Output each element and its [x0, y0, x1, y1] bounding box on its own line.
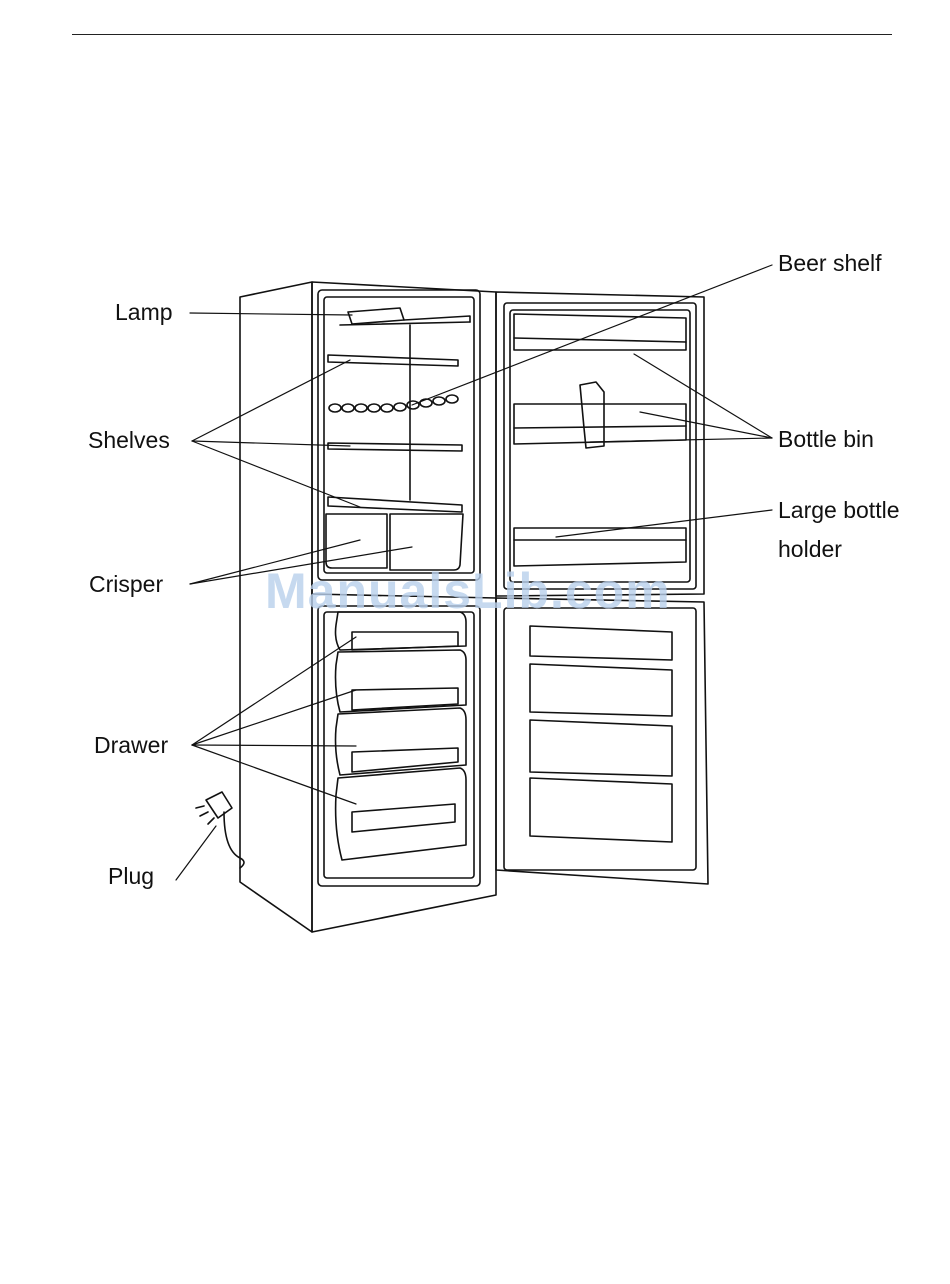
- door-panel-3: [530, 720, 672, 776]
- shelf-3: [328, 497, 462, 512]
- label-large-bottle-holder-2: holder: [778, 538, 842, 561]
- label-shelves: Shelves: [88, 429, 170, 452]
- lower-door-outer: [496, 598, 708, 884]
- door-handle: [580, 382, 604, 448]
- label-lamp: Lamp: [115, 301, 173, 324]
- beer-shelf-rack: [329, 395, 458, 412]
- drawer-3: [336, 708, 467, 775]
- drawer-4: [336, 768, 466, 860]
- label-large-bottle-holder-1: Large bottle: [778, 499, 899, 522]
- label-crisper: Crisper: [89, 573, 163, 596]
- door-panel-1: [530, 626, 672, 660]
- shelf-1: [328, 355, 458, 366]
- label-drawer: Drawer: [94, 734, 168, 757]
- label-bottle-bin: Bottle bin: [778, 428, 874, 451]
- plug-shape: [196, 792, 244, 868]
- label-beer-shelf: Beer shelf: [778, 252, 882, 275]
- shelf-2: [328, 443, 462, 451]
- drawer-2: [336, 650, 467, 712]
- large-bottle-holder-shape: [514, 528, 686, 566]
- lamp-shape: [348, 308, 404, 324]
- label-plug: Plug: [108, 865, 154, 888]
- watermark: ManualsLib.com: [265, 562, 671, 620]
- bottle-bin-upper: [514, 404, 686, 444]
- fridge-compartment: [318, 290, 480, 580]
- door-panel-2: [530, 664, 672, 716]
- door-panel-4: [530, 778, 672, 842]
